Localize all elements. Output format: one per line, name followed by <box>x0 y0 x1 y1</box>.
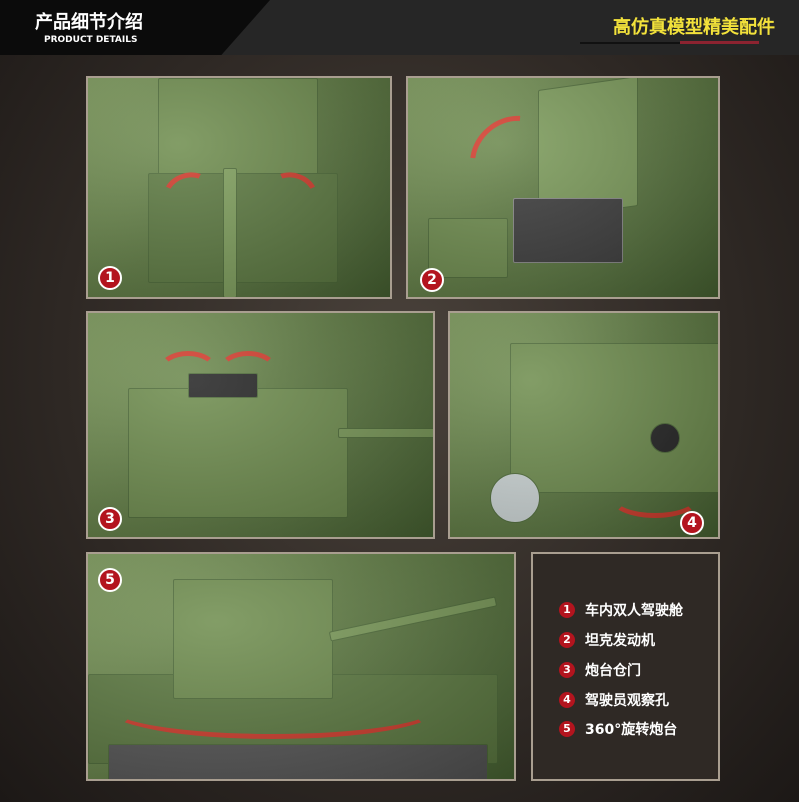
photo-viewport: 4 <box>448 311 720 539</box>
header-left-band <box>0 0 270 55</box>
feature-label: 车内双人驾驶舱 <box>585 603 683 619</box>
panel-badge-5: 5 <box>98 568 122 592</box>
feature-label: 驾驶员观察孔 <box>585 693 669 709</box>
tagline-underline <box>580 42 680 44</box>
page-title: 产品细节介绍 <box>35 12 143 33</box>
panel-badge-3: 3 <box>98 507 122 531</box>
header: 产品细节介绍 PRODUCT DETAILS 高仿真模型精美配件 <box>0 0 799 55</box>
feature-item: 3 炮台仓门 <box>559 660 641 680</box>
feature-list: 1 车内双人驾驶舱 2 坦克发动机 3 炮台仓门 4 驾驶员观察孔 5 360°旋转炮台 <box>531 552 720 781</box>
feature-number: 5 <box>559 721 575 737</box>
photo-cockpit: 1 <box>86 76 392 299</box>
feature-number: 2 <box>559 632 575 648</box>
feature-label: 360°旋转炮台 <box>585 722 678 738</box>
panel-badge-1: 1 <box>98 266 122 290</box>
photo-engine: 2 <box>406 76 720 299</box>
feature-item: 2 坦克发动机 <box>559 630 655 650</box>
tagline: 高仿真模型精美配件 <box>613 17 775 38</box>
feature-label: 坦克发动机 <box>585 633 655 649</box>
panel-badge-4: 4 <box>680 511 704 535</box>
page-subtitle: PRODUCT DETAILS <box>44 35 138 45</box>
feature-label: 炮台仓门 <box>585 663 641 679</box>
tagline-underline-accent <box>680 41 759 44</box>
feature-item: 5 360°旋转炮台 <box>559 719 677 739</box>
feature-number: 3 <box>559 662 575 678</box>
feature-item: 4 驾驶员观察孔 <box>559 690 669 710</box>
feature-number: 1 <box>559 602 575 618</box>
feature-item: 1 车内双人驾驶舱 <box>559 600 683 620</box>
photo-rotating-turret: 5 <box>86 552 516 781</box>
panel-badge-2: 2 <box>420 268 444 292</box>
feature-number: 4 <box>559 692 575 708</box>
photo-turret-hatch: 3 <box>86 311 435 539</box>
